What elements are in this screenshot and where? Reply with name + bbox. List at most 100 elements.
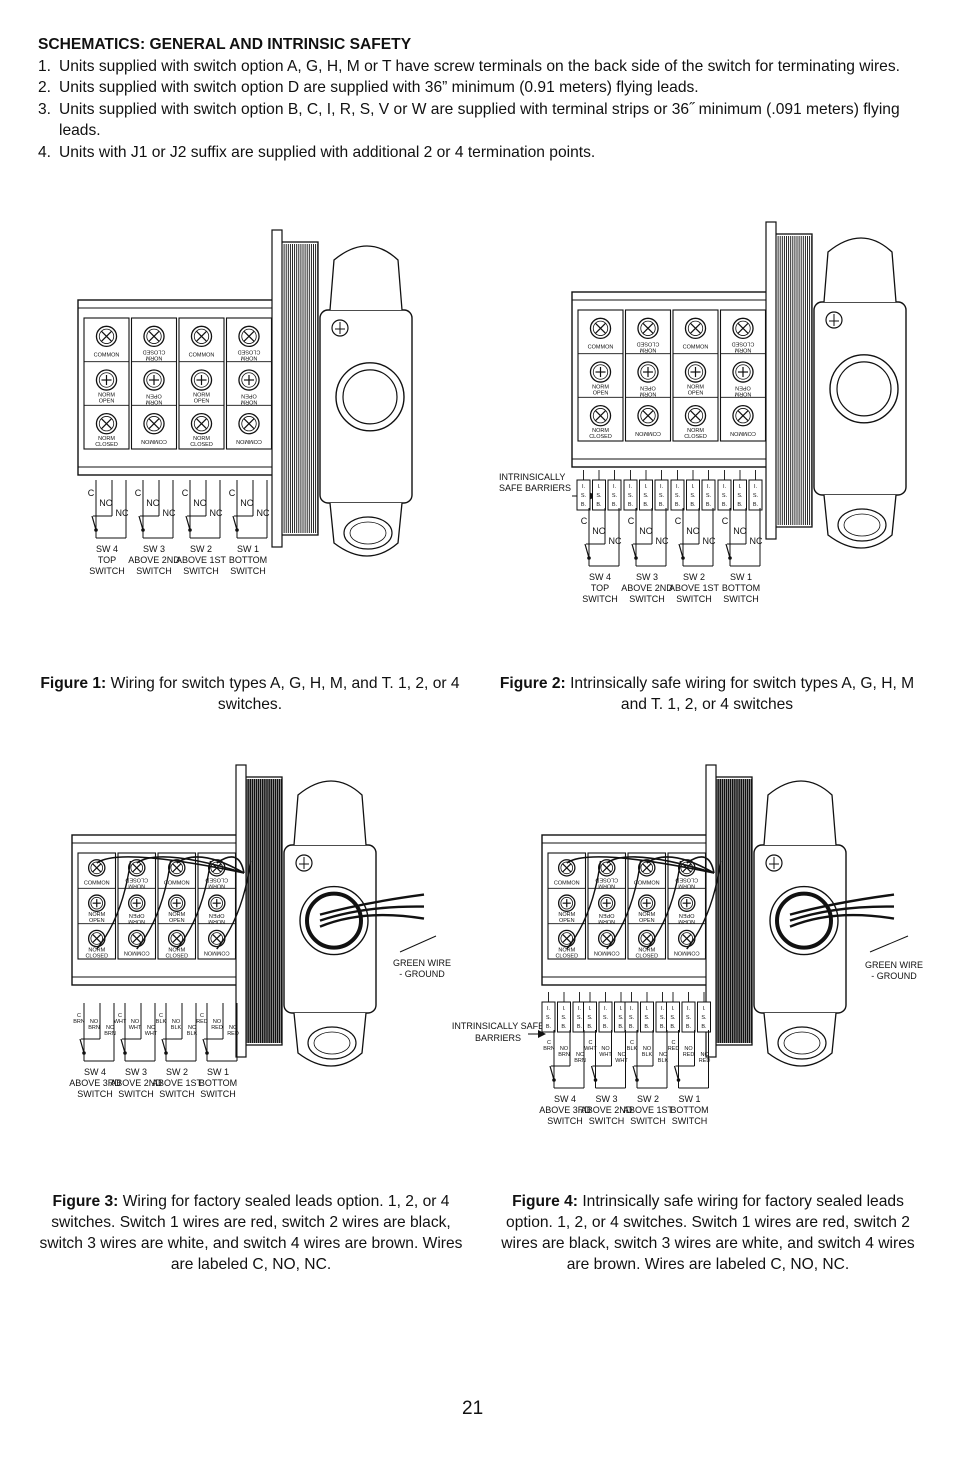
screw-ring-icon <box>130 861 144 875</box>
switch-caption-text: SW 2 <box>683 572 705 582</box>
barrier-label: I. <box>661 1006 665 1012</box>
caption-text: Wiring for switch types A, G, H, M, and … <box>110 675 460 713</box>
terminal-label: COMMON <box>204 949 230 955</box>
barrier-label: S. <box>629 1015 635 1021</box>
wire-label-nc: NC <box>750 536 763 546</box>
terminal-label: COMMON <box>124 949 150 955</box>
figure-1-caption: Figure 1: Wiring for switch types A, G, … <box>40 673 460 715</box>
screw-slot-icon <box>212 934 222 943</box>
wire-color-label: RED <box>211 1025 223 1031</box>
barrier-caption: INTRINSICALLY <box>499 472 565 482</box>
note-number: 2. <box>38 79 52 96</box>
is-barrier <box>624 1001 639 1033</box>
barrier-label: I. <box>619 1006 623 1012</box>
barrier-label: B. <box>722 502 728 508</box>
internal-lead <box>686 860 722 950</box>
screw-ring-icon <box>146 416 162 432</box>
barrier-label: B. <box>577 1024 583 1030</box>
screw-ring-icon <box>592 408 609 424</box>
screw-slot-icon <box>602 934 612 943</box>
flange <box>765 221 777 540</box>
screw-slot-icon <box>690 410 701 422</box>
wire-label-no: NO <box>643 1046 652 1052</box>
barrier-label: B. <box>629 1024 635 1030</box>
screw-slot-icon <box>562 934 572 943</box>
switch-blade-icon <box>232 515 238 531</box>
switch-caption-text: SWITCH <box>547 1116 583 1126</box>
wire-color-label: WHT <box>584 1046 597 1052</box>
switch-caption-text: SW 4 <box>84 1067 106 1077</box>
screw-slot-icon <box>642 410 654 422</box>
terminal-label-text: CLOSED <box>675 877 698 883</box>
terminal-label-text: OPEN <box>735 384 751 390</box>
switch-caption-text: SW 1 <box>730 572 752 582</box>
wire-label-no: NO <box>592 526 606 536</box>
barrier-label: S. <box>546 1015 552 1021</box>
figure-1-svg: COMMONNORMOPENNORMCLOSEDNORMCLOSEDNORMOP… <box>77 229 413 576</box>
screw-ring-icon <box>193 416 210 432</box>
is-barrier <box>654 479 669 511</box>
screw-slot-icon <box>196 418 207 430</box>
wire-label-c: C <box>135 488 142 498</box>
screw-ring-icon <box>170 861 184 875</box>
wire-label-no: NO <box>601 1046 610 1052</box>
barrier-label: S. <box>670 1015 676 1021</box>
flange <box>705 764 717 1058</box>
screw-slot-icon <box>595 410 606 422</box>
switch-blade-icon <box>161 1038 167 1054</box>
barrier-label: S. <box>577 1015 583 1021</box>
figure-2-caption: Figure 2: Intrinsically safe wiring for … <box>492 673 922 715</box>
terminal-label-text: OPEN <box>241 392 257 398</box>
switch-caption-text: ABOVE 2ND <box>128 555 180 565</box>
barrier-label: S. <box>587 1015 593 1021</box>
wire-color-label: BRN <box>543 1046 555 1052</box>
terminal-label-text: COMMON <box>554 881 580 887</box>
wire-label-no: NO <box>99 498 113 508</box>
terminal-label-text: CLOSED <box>595 877 618 883</box>
terminal-label-text: NORM <box>598 883 615 889</box>
green-wire-label: - GROUND <box>871 971 917 981</box>
barrier-label: I. <box>702 1006 706 1012</box>
internal-lead <box>216 860 252 950</box>
terminal-label-text: CLOSED <box>555 953 578 959</box>
screw-ring-icon <box>98 372 115 388</box>
terminal-label-text: CLOSED <box>95 442 118 448</box>
wire-label-c: C <box>547 1040 551 1046</box>
wire-label-no: NO <box>686 526 700 536</box>
barrier-label: B. <box>561 1024 567 1030</box>
figure-4-caption: Figure 4: Intrinsically safe wiring for … <box>490 1191 926 1275</box>
terminal-label-text: NORM <box>168 912 185 918</box>
screw-ring-icon <box>130 932 144 945</box>
terminal-label-text: CLOSED <box>732 341 755 347</box>
switch-blade-icon <box>79 1038 85 1054</box>
barrier-label: S. <box>612 493 618 499</box>
barrier-label: I. <box>582 484 586 490</box>
figure-2-svg: COMMONNORMOPENNORMCLOSEDNORMCLOSEDNORMOP… <box>499 221 907 604</box>
terminal-label-text: CLOSED <box>589 434 612 440</box>
note-text: Units with J1 or J2 suffix are supplied … <box>59 143 596 161</box>
terminal-label-text: COMMON <box>141 438 167 444</box>
switch-caption-text: SW 3 <box>125 1067 147 1077</box>
lead-wire <box>789 913 895 928</box>
switch-caption-text: BOTTOM <box>199 1078 237 1088</box>
wire-color-label: RED <box>668 1046 680 1052</box>
switch-blade-icon <box>584 543 590 559</box>
terminal-label-text: OPEN <box>99 398 115 404</box>
switch-caption-text: ABOVE 2ND <box>581 1105 633 1115</box>
is-barrier <box>733 479 747 511</box>
barrier-label: S. <box>659 493 665 499</box>
switch-blade-icon <box>91 515 97 531</box>
